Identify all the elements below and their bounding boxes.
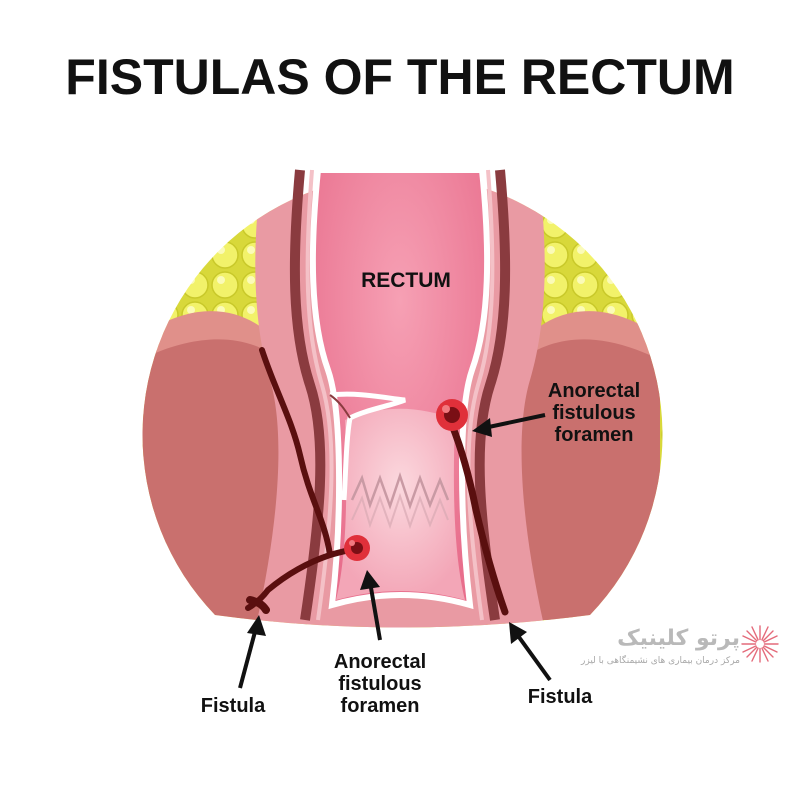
pectinate-line xyxy=(350,472,450,510)
fistula-tract-left xyxy=(245,347,334,611)
page-title: FISTULAS OF THE RECTUM xyxy=(65,49,735,105)
foramen-marker-right xyxy=(436,399,468,431)
starburst-logo-icon xyxy=(741,625,779,663)
label-rectum: RECTUM xyxy=(361,269,451,292)
watermark-tagline: مرکز درمان بیماری های نشیمنگاهی با لیزر xyxy=(581,656,740,666)
arrow-foramen-bottom xyxy=(360,570,382,641)
arrow-foramen-right xyxy=(472,413,546,437)
label-fistula-right: Fistula xyxy=(528,686,593,708)
left-sphincter-muscle xyxy=(142,333,300,620)
wall-stripe-left xyxy=(289,169,326,621)
label-fistula-left: Fistula xyxy=(201,695,266,717)
label-foramen-right-1: Anorectal xyxy=(548,380,640,402)
arrow-fistula-left xyxy=(238,615,266,689)
foramen-marker-bottom xyxy=(344,535,370,561)
right-sphincter-muscle xyxy=(505,333,660,620)
anal-canal xyxy=(336,408,465,600)
label-foramen-right-2: fistulous xyxy=(552,402,635,424)
label-foramen-bottom-3: foramen xyxy=(341,695,420,717)
arrow-fistula-right xyxy=(509,622,552,682)
label-foramen-bottom-2: fistulous xyxy=(338,673,421,695)
fistula-tract-right xyxy=(448,421,509,616)
watermark-brand: پرتو کلینیک xyxy=(617,626,740,651)
watermark: پرتو کلینیک مرکز درمان بیماری های نشیمنگ… xyxy=(581,622,790,682)
label-foramen-bottom-1: Anorectal xyxy=(334,651,426,673)
label-foramen-right-3: foramen xyxy=(555,424,634,446)
